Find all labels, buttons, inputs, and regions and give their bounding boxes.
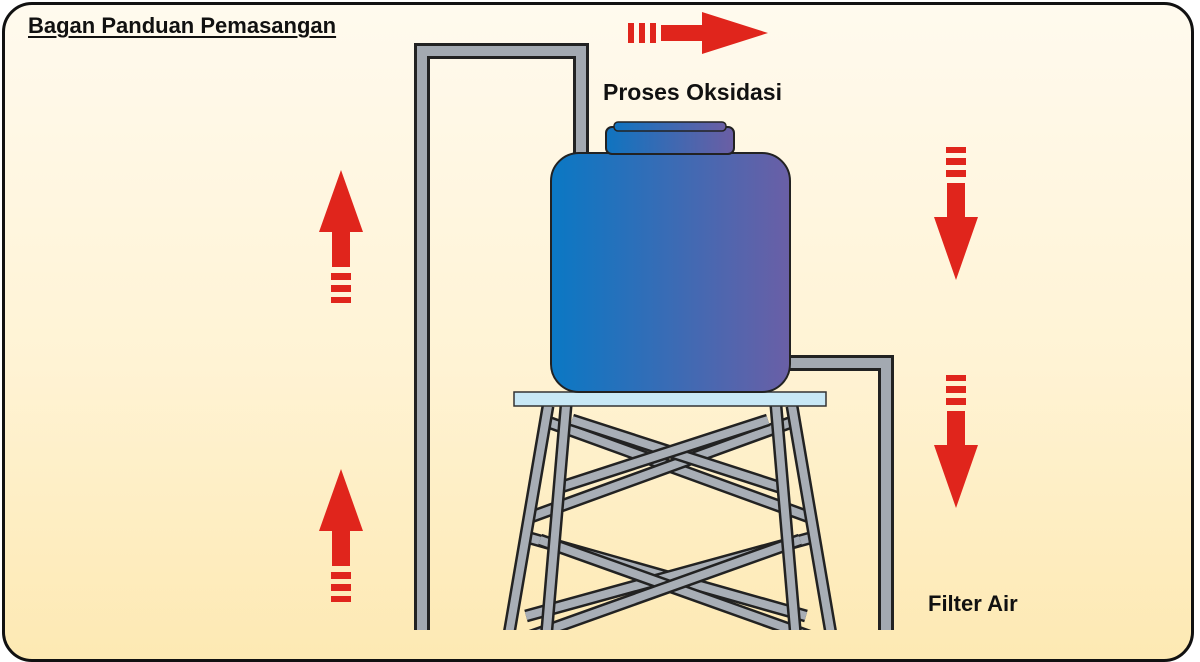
tower-brace — [525, 415, 795, 525]
tank-body — [550, 152, 791, 393]
tank-lid-cap — [613, 121, 727, 132]
tower-brace — [537, 533, 812, 630]
tower-leg — [785, 404, 837, 630]
tower-brace — [528, 533, 803, 630]
tower-brace — [555, 413, 771, 495]
arrow-down-icon — [934, 375, 978, 508]
flow-arrows — [319, 12, 978, 602]
tower-leg — [503, 404, 555, 630]
arrow-up-icon — [319, 469, 363, 602]
tank-platform — [513, 391, 827, 407]
arrow-up-icon — [319, 170, 363, 303]
tower-stand — [503, 404, 837, 630]
tower-leg — [540, 405, 573, 630]
inlet-pipe — [414, 43, 589, 630]
outlet-pipe — [786, 355, 894, 630]
filter-label: Filter Air — [928, 591, 1018, 616]
arrow-right-icon — [628, 12, 768, 54]
tower-brace — [545, 415, 815, 525]
arrow-down-icon — [934, 147, 978, 280]
water-tank — [550, 121, 791, 393]
tower-leg — [769, 405, 802, 630]
oxidation-label: Proses Oksidasi — [603, 79, 782, 105]
installation-diagram — [319, 12, 978, 630]
page-title: Bagan Panduan Pemasangan — [28, 13, 337, 38]
